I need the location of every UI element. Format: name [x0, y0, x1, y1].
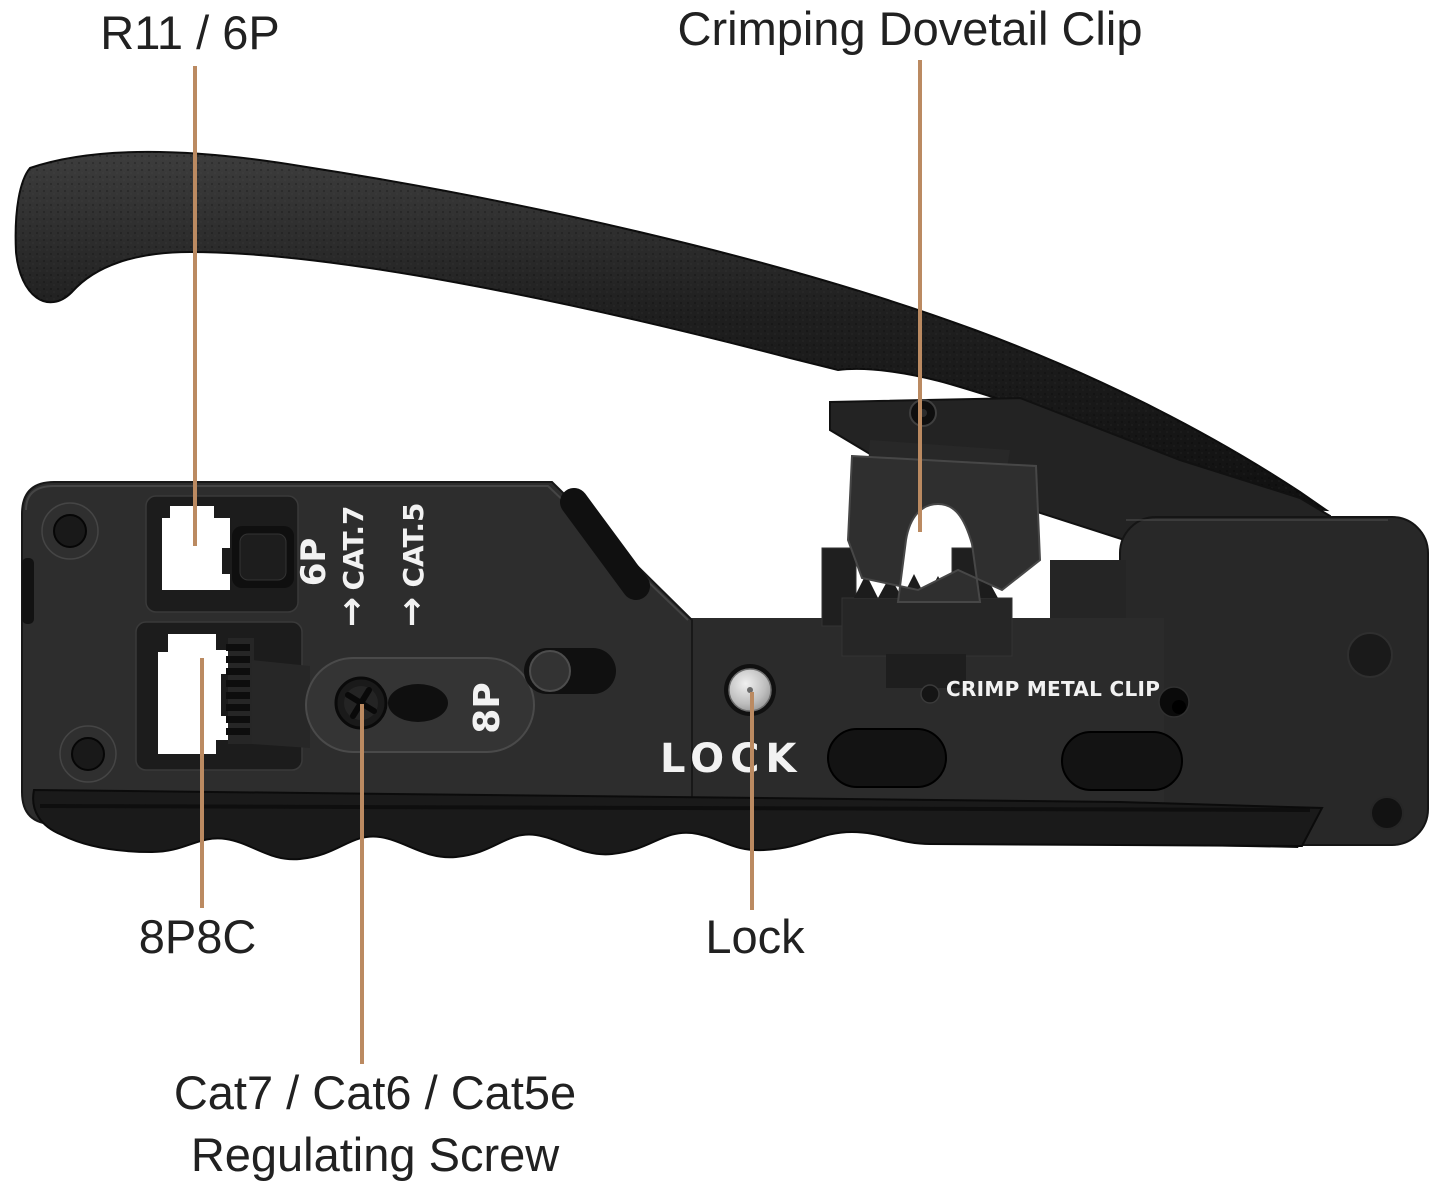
oval-recess-right: [1061, 731, 1183, 791]
marking-6p: 6P: [294, 537, 334, 587]
blade-slot: [560, 488, 650, 600]
indicator-dot: [920, 684, 940, 704]
label-8p8c: 8P8C: [138, 910, 257, 963]
up-arrow-icon: ↑: [336, 593, 368, 634]
left-edge-groove: [22, 558, 34, 624]
latch-slot: [524, 648, 616, 694]
upper-die-dovetail: [846, 454, 1042, 603]
rivet-right-upper: [1347, 632, 1393, 678]
rivet-right-lower: [1370, 796, 1404, 830]
jack-6p: [145, 495, 299, 613]
label-r11-6p: R11 / 6P: [100, 6, 280, 59]
marking-lock: LOCK: [660, 736, 803, 782]
marking-cat5: CAT.5: [397, 502, 430, 588]
clip-hole: [1158, 686, 1190, 718]
crimping-die: [821, 454, 1042, 688]
jack-8p8c: [135, 621, 310, 771]
label-regulating-screw: Cat7 / Cat6 / Cat5e Regulating Screw: [95, 1062, 655, 1186]
callout-line-lock: [750, 692, 754, 910]
lower-grip: [32, 788, 1324, 861]
lower-die-pedestal: [841, 597, 1013, 657]
callout-line-r11-6p: [193, 66, 197, 546]
rivet-bottom-left: [59, 725, 117, 783]
callout-line-screw: [360, 704, 364, 1064]
callout-line-8p8c: [200, 658, 204, 908]
label-regulating-screw-line1: Cat7 / Cat6 / Cat5e: [173, 1066, 577, 1119]
label-lock: Lock: [705, 910, 805, 963]
adjuster-teeth: [226, 644, 250, 735]
body-right-block: [1050, 516, 1429, 846]
rivet-top-left: [41, 502, 99, 560]
label-regulating-screw-line2: Regulating Screw: [190, 1128, 560, 1181]
lock-pin: [724, 664, 776, 716]
marking-crimp-metal-clip: CRIMP METAL CLIP: [946, 677, 1161, 701]
oval-recess-left: [827, 728, 947, 788]
label-dovetail: Crimping Dovetail Clip: [677, 2, 1143, 55]
marking-8p: 8P: [467, 682, 508, 734]
up-arrow-icon: ↑: [396, 593, 428, 634]
callout-line-dovetail: [918, 60, 922, 532]
